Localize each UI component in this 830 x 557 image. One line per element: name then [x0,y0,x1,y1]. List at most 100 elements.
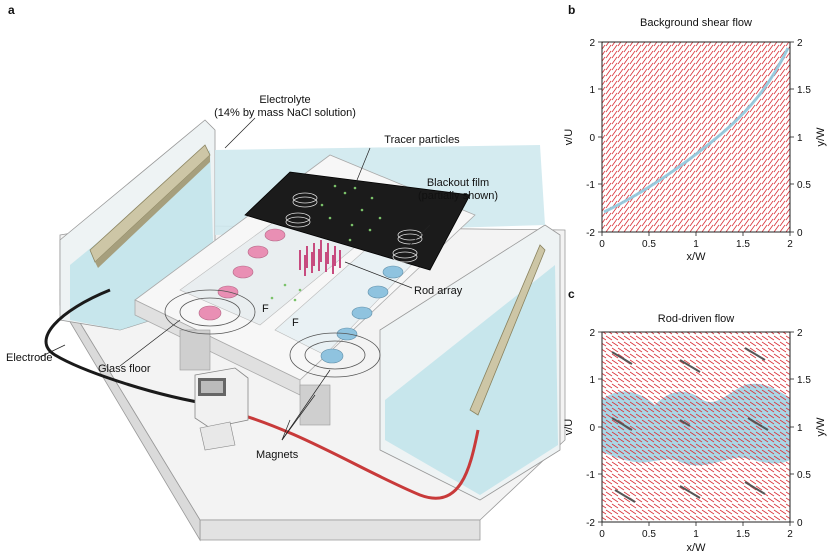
field-arrow [602,396,607,401]
field-arrow [665,437,673,443]
field-arrow [611,341,619,347]
field-arrow [635,110,642,119]
field-arrow [761,467,769,473]
field-arrow [725,140,732,149]
field-arrow [701,182,708,191]
field-arrow [629,401,637,407]
field-arrow [755,389,763,395]
field-arrow [653,365,661,371]
field-arrow [623,122,630,131]
field-arrow [755,122,762,131]
field-arrow [707,509,715,515]
field-arrow [629,56,636,65]
field-arrow [623,485,631,491]
field-arrow [629,347,637,353]
field-arrow [605,347,613,353]
field-arrow [702,521,703,522]
field-arrow [647,206,654,215]
field-arrow [701,140,708,149]
field-arrow [683,164,690,173]
field-arrow [605,74,612,83]
field-arrow [605,515,613,521]
field-arrow [701,353,709,359]
field-arrow [731,347,739,353]
field-arrow [617,122,624,131]
field-arrow [605,146,612,155]
field-arrow [701,515,709,521]
field-arrow [713,218,720,227]
field-arrow [653,80,660,89]
field-arrow [695,449,703,455]
field-arrow [659,188,666,197]
field-arrow [731,383,739,389]
field-arrow [653,419,661,425]
field-arrow [743,491,751,497]
field-arrow [749,164,756,173]
field-arrow [743,110,750,119]
field-arrow [635,389,643,395]
field-arrow [647,80,654,89]
field-arrow [605,509,613,515]
field-arrow [665,140,672,149]
field-arrow [665,218,672,227]
field-arrow [779,371,787,377]
field-arrow [743,62,750,71]
field-arrow [653,479,661,485]
field-arrow [785,153,790,161]
panel-a-letter: a [8,3,15,17]
field-arrow [659,104,666,113]
field-arrow [743,515,751,521]
field-arrow [719,365,727,371]
field-arrow [719,437,727,443]
field-arrow [641,431,649,437]
field-arrow [629,152,636,161]
field-arrow [653,110,660,119]
field-arrow [605,224,612,232]
field-arrow [731,365,739,371]
field-arrow [701,44,708,53]
field-arrow [623,200,630,209]
field-arrow [635,44,642,53]
field-arrow [641,56,648,65]
field-arrow [659,200,666,209]
rod-mark [689,491,701,499]
field-arrow [761,74,768,83]
field-arrow [683,146,690,155]
field-arrow [647,479,655,485]
field-arrow [792,504,798,508]
field-arrow [713,371,721,377]
field-arrow [785,443,790,448]
field-arrow [635,182,642,191]
field-arrow [635,92,642,101]
field-arrow [629,479,637,485]
field-arrow [755,467,763,473]
field-arrow [713,461,721,467]
field-arrow [749,122,756,131]
field-arrow [659,212,666,221]
field-arrow [623,437,631,443]
field-arrow [768,521,769,522]
field-arrow [719,44,726,53]
field-arrow [713,419,721,425]
field-arrow [617,401,625,407]
field-arrow [695,182,702,191]
field-arrow [779,515,787,521]
field-arrow [731,86,738,95]
field-arrow [707,335,715,341]
field-arrow [677,44,684,53]
field-arrow [762,521,763,522]
field-arrow [773,395,781,401]
field-arrow [710,332,715,335]
field-arrow [647,86,654,95]
field-arrow [659,341,667,347]
field-arrow [611,224,618,232]
field-arrow [689,206,696,215]
field-arrow [659,134,666,143]
field-arrow [695,218,702,227]
field-arrow [659,443,667,449]
field-arrow [755,128,762,137]
field-arrow [665,455,673,461]
field-arrow [605,170,612,179]
field-arrow [635,206,642,215]
field-arrow [743,485,751,491]
